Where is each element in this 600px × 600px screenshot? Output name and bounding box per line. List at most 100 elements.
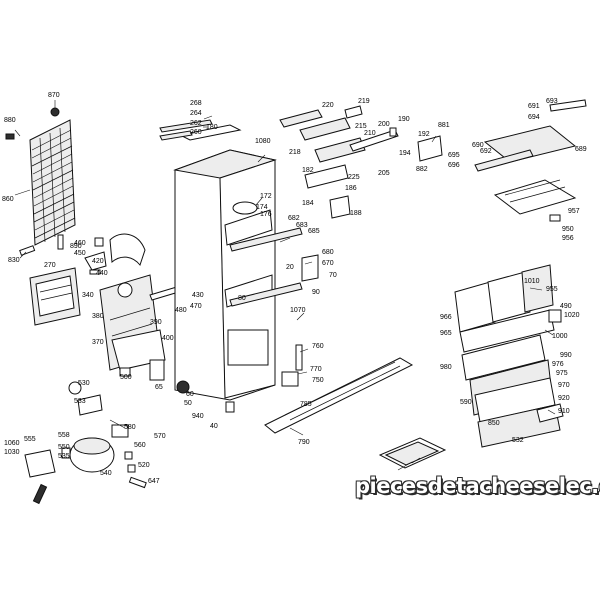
callout-label: 760 bbox=[312, 343, 324, 350]
callout-label: 694 bbox=[528, 114, 540, 121]
callout-label: 976 bbox=[552, 361, 564, 368]
callout-label: 65 bbox=[155, 384, 163, 391]
callout-label: 966 bbox=[440, 314, 452, 321]
callout-label: 555 bbox=[24, 436, 36, 443]
callout-label: 219 bbox=[358, 98, 370, 105]
thermostat-housing bbox=[29, 267, 81, 326]
callout-label: 270 bbox=[44, 262, 56, 269]
callout-label: 184 bbox=[302, 200, 314, 207]
callout-label: 380 bbox=[92, 313, 104, 320]
leader-lines bbox=[14, 100, 556, 464]
callout-label: 533 bbox=[74, 398, 86, 405]
callout-label: 670 bbox=[322, 260, 334, 267]
callout-label: 430 bbox=[192, 292, 204, 299]
callout-label: 200 bbox=[378, 121, 390, 128]
callout-label: 188 bbox=[350, 210, 362, 217]
callout-label: 390 bbox=[150, 319, 162, 326]
callout-label: 1070 bbox=[290, 307, 306, 314]
callout-label: 370 bbox=[92, 339, 104, 346]
callout-label: 910 bbox=[558, 408, 570, 415]
callout-label: 174 bbox=[256, 204, 268, 211]
callout-label: 450 bbox=[74, 250, 86, 257]
callout-label: 970 bbox=[558, 382, 570, 389]
callout-label: 192 bbox=[418, 131, 430, 138]
callout-label: 770 bbox=[310, 366, 322, 373]
callout-label: 785 bbox=[300, 401, 312, 408]
callout-label: 262 bbox=[190, 120, 202, 127]
callout-label: 693 bbox=[546, 98, 558, 105]
callout-label: 696 bbox=[448, 162, 460, 169]
callout-label: 205 bbox=[378, 170, 390, 177]
callout-label: 520 bbox=[138, 462, 150, 469]
callout-label: 881 bbox=[438, 122, 450, 129]
callout-label: 90 bbox=[312, 289, 320, 296]
callout-label: 690 bbox=[472, 142, 484, 149]
vegetable-drawers bbox=[454, 264, 564, 448]
callout-label: 950 bbox=[562, 226, 574, 233]
callout-label: 440 bbox=[96, 270, 108, 277]
callout-label: 695 bbox=[448, 152, 460, 159]
bottom-grille bbox=[264, 357, 414, 434]
callout-label: 956 bbox=[562, 235, 574, 242]
callout-label: 1030 bbox=[4, 449, 20, 456]
callout-label: 750 bbox=[312, 377, 324, 384]
callout-label: 870 bbox=[48, 92, 60, 99]
callout-label: 980 bbox=[440, 364, 452, 371]
callout-label: 470 bbox=[190, 303, 202, 310]
callout-label: 683 bbox=[296, 222, 308, 229]
callout-label: 682 bbox=[288, 215, 300, 222]
callout-label: 420 bbox=[92, 258, 104, 265]
callout-label: 957 bbox=[568, 208, 580, 215]
callout-label: 920 bbox=[558, 395, 570, 402]
callout-label: 558 bbox=[58, 432, 70, 439]
callout-label: 460 bbox=[74, 240, 86, 247]
callout-label: 1080 bbox=[255, 138, 271, 145]
callout-label: 580 bbox=[124, 424, 136, 431]
callout-label: 880 bbox=[4, 117, 16, 124]
callout-label: 685 bbox=[308, 228, 320, 235]
callout-label: 830 bbox=[8, 257, 20, 264]
callout-label: 975 bbox=[556, 370, 568, 377]
callout-label: 532 bbox=[512, 437, 524, 444]
callout-label: 190 bbox=[398, 116, 410, 123]
callout-label: 790 bbox=[298, 439, 310, 446]
callout-label: 268 bbox=[190, 100, 202, 107]
callout-label: 691 bbox=[528, 103, 540, 110]
callout-label: 940 bbox=[192, 413, 204, 420]
callout-label: 225 bbox=[348, 174, 360, 181]
callout-label: 570 bbox=[154, 433, 166, 440]
callout-label: 260 bbox=[190, 129, 202, 136]
callout-label: 186 bbox=[345, 185, 357, 192]
callout-label: 194 bbox=[399, 150, 411, 157]
callout-label: 535 bbox=[58, 453, 70, 460]
callout-label: 220 bbox=[322, 102, 334, 109]
callout-label: 182 bbox=[302, 167, 314, 174]
callout-label: 890 bbox=[70, 243, 82, 250]
control-module bbox=[279, 105, 443, 219]
callout-label: 400 bbox=[162, 335, 174, 342]
callout-label: 965 bbox=[440, 330, 452, 337]
callout-label: 218 bbox=[289, 149, 301, 156]
callout-label: 20 bbox=[286, 264, 294, 271]
callout-label: 882 bbox=[416, 166, 428, 173]
cabinet-rails bbox=[149, 119, 319, 413]
callout-label: 689 bbox=[575, 146, 587, 153]
callout-label: 990 bbox=[560, 352, 572, 359]
callout-label: 215 bbox=[355, 123, 367, 130]
callout-label: 340 bbox=[82, 292, 94, 299]
callout-label: 680 bbox=[322, 249, 334, 256]
callout-label: 1010 bbox=[524, 278, 540, 285]
freezer-shelves bbox=[474, 99, 587, 222]
callout-label: 210 bbox=[364, 130, 376, 137]
callout-label: 540 bbox=[100, 470, 112, 477]
callout-label: 264 bbox=[190, 110, 202, 117]
butter-tray bbox=[378, 437, 447, 471]
callout-label: 647 bbox=[148, 478, 160, 485]
callout-label: 590 bbox=[460, 399, 472, 406]
callout-label: 40 bbox=[210, 423, 218, 430]
callout-label: 530 bbox=[78, 380, 90, 387]
callout-label: 1000 bbox=[552, 333, 568, 340]
callout-label: 180 bbox=[206, 124, 218, 131]
